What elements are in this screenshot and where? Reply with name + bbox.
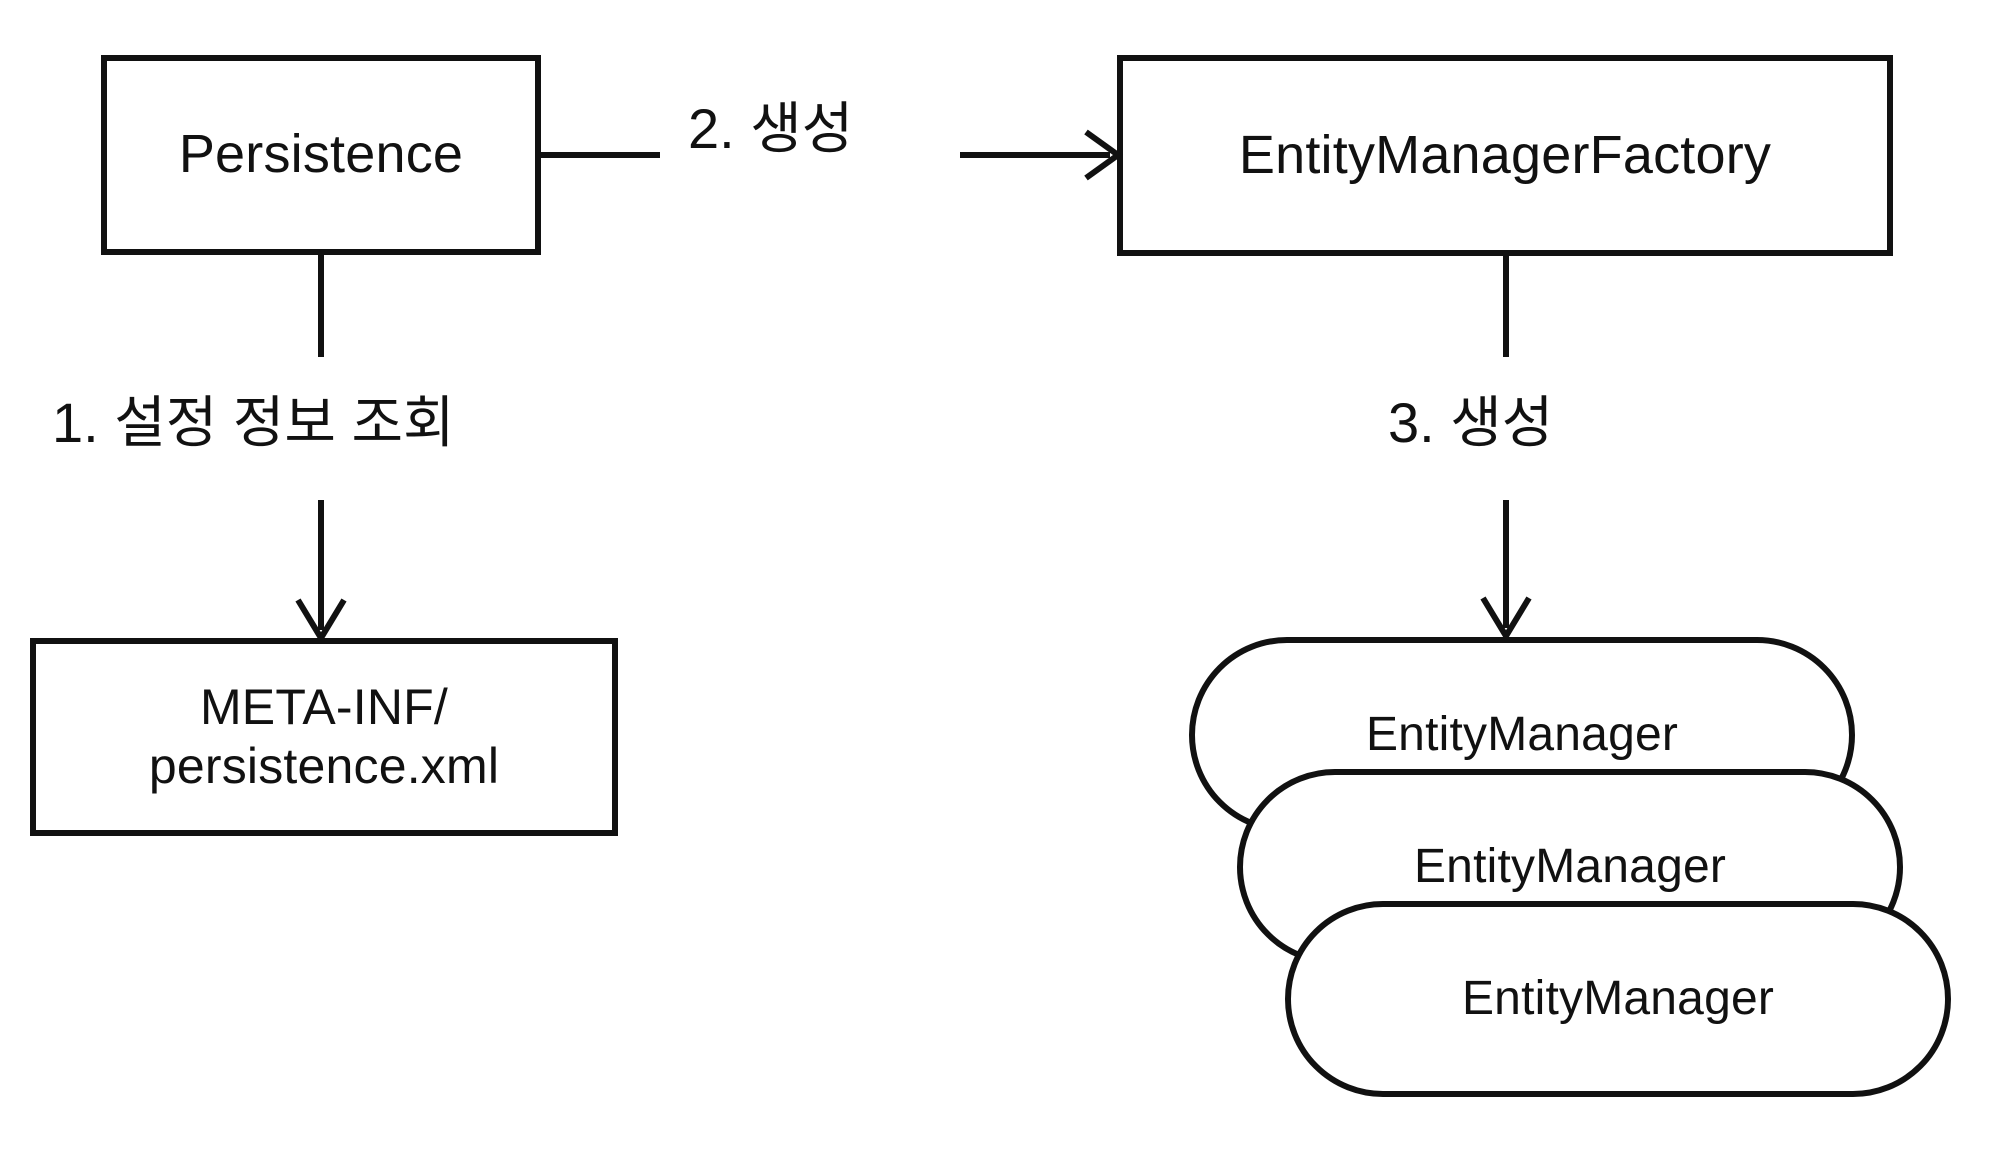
node-entity-manager-3-shape: [1285, 901, 1951, 1097]
node-persistence-xml-shape: [30, 638, 618, 836]
node-entity-manager-factory-shape: [1117, 55, 1893, 256]
edge-read-config-label: 1. 설정 정보 조회: [52, 391, 455, 454]
edge-create-emf-label: 2. 생성: [688, 97, 854, 160]
node-persistence-shape: [101, 55, 541, 255]
edge-create-em-label: 3. 생성: [1388, 391, 1554, 454]
edge-read-config-arrowhead: [295, 598, 347, 644]
edge-create-emf-arrowhead: [1084, 129, 1124, 181]
edge-create-em-arrowhead: [1480, 596, 1532, 642]
